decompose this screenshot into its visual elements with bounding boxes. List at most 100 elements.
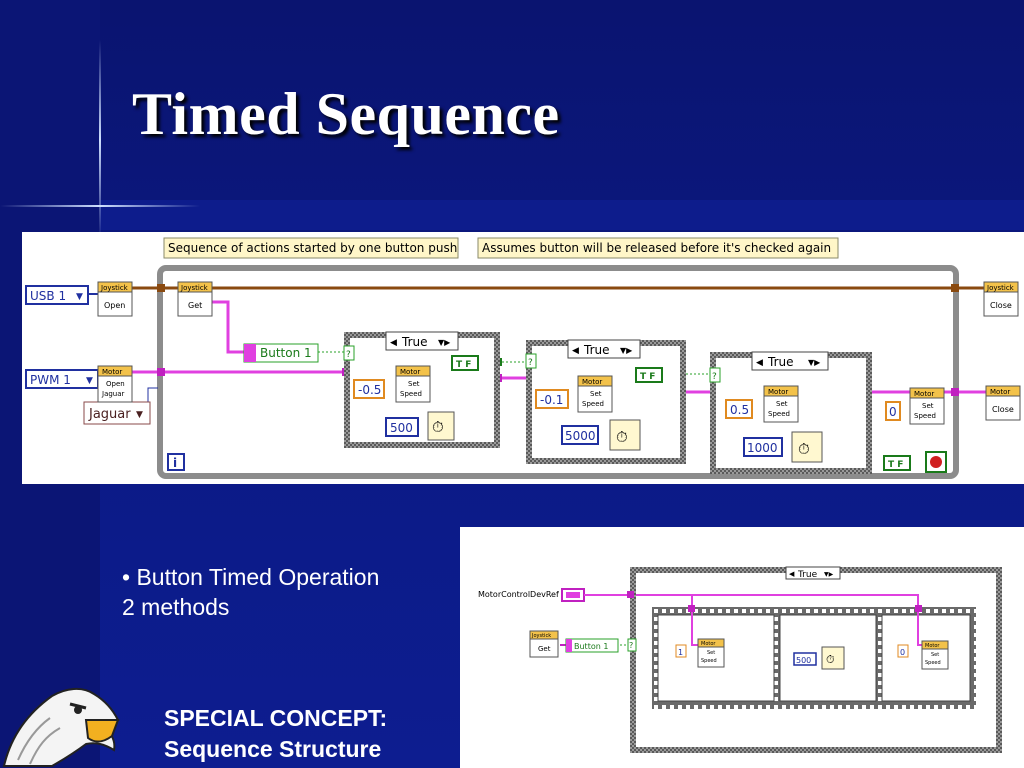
sequence-frame-2-content: 500 ⏱: [793, 646, 845, 670]
svg-text:0.5: 0.5: [730, 403, 749, 417]
header-band: [100, 200, 1024, 230]
svg-text:Speed: Speed: [701, 658, 717, 664]
svg-text:0: 0: [900, 648, 905, 657]
svg-text:Set: Set: [931, 652, 939, 658]
block-diagram-timed-sequence: Sequence of actions started by one butto…: [22, 232, 1024, 484]
svg-text:Speed: Speed: [768, 410, 790, 418]
svg-text:Speed: Speed: [925, 660, 941, 666]
true-constant-2: T F: [635, 367, 663, 383]
svg-text:Set: Set: [707, 650, 715, 656]
svg-text:⏱: ⏱: [616, 428, 628, 446]
svg-text:⏱: ⏱: [826, 653, 835, 666]
svg-text:▼: ▼: [136, 410, 143, 420]
svg-text:Motor: Motor: [102, 368, 122, 376]
svg-text:500: 500: [796, 656, 811, 665]
svg-text:-0.1: -0.1: [540, 393, 563, 407]
subvi-joystick-close: Joystick Close: [983, 281, 1019, 317]
svg-text:Button 1: Button 1: [260, 346, 312, 360]
svg-text:True: True: [797, 570, 818, 580]
subvi-joystick-open: Joystick Open: [97, 281, 133, 317]
subvi-motor-open-jaguar: Motor Open Jaguar: [97, 365, 133, 403]
slide-title: Timed Sequence: [132, 81, 560, 147]
svg-text:Close: Close: [992, 405, 1014, 414]
special-concept-heading: SPECIAL CONCEPT:: [164, 705, 388, 731]
svg-text:Motor: Motor: [925, 643, 940, 649]
svg-text:True: True: [767, 355, 794, 369]
diagram1-svg: Sequence of actions started by one butto…: [25, 237, 1021, 479]
svg-text:⏱: ⏱: [432, 418, 444, 436]
svg-text:▼▶: ▼▶: [824, 571, 834, 578]
svg-text:Joystick: Joystick: [986, 284, 1015, 292]
svg-text:Joystick: Joystick: [100, 284, 129, 292]
svg-text:Speed: Speed: [400, 390, 422, 398]
svg-text:PWM 1: PWM 1: [30, 373, 71, 387]
svg-text:1: 1: [678, 648, 683, 657]
svg-text:Sequence of actions started by: Sequence of actions started by one butto…: [168, 241, 457, 255]
svg-text:Set: Set: [590, 390, 602, 398]
svg-text:Motor: Motor: [701, 641, 716, 647]
svg-text:Button 1: Button 1: [574, 642, 608, 651]
sequence-frame-3-content: 0 Motor Set Speed: [897, 640, 949, 670]
svg-text:?: ?: [712, 372, 717, 382]
svg-text:Set: Set: [776, 400, 788, 408]
loop-index-icon: i: [167, 453, 185, 471]
svg-text:T F: T F: [888, 460, 903, 470]
true-constant-1: T F: [451, 355, 479, 371]
sequence-frame-1-content: 1 Motor Set Speed: [675, 638, 725, 668]
subvi-joystick-get-2: Joystick Get: [529, 630, 559, 658]
svg-text:▼▶: ▼▶: [438, 338, 451, 347]
final-speed-constant: 0: [885, 401, 901, 421]
svg-text:◀: ◀: [390, 338, 397, 348]
svg-text:T F: T F: [456, 360, 471, 370]
bullet-item: • Button Timed Operation: [122, 564, 380, 590]
jaguar-selector[interactable]: Jaguar ▼: [83, 401, 151, 425]
svg-text:◀: ◀: [572, 346, 579, 356]
svg-text:Get: Get: [538, 645, 551, 653]
svg-text:-0.5: -0.5: [358, 383, 381, 397]
eagle-logo: [2, 688, 120, 767]
svg-text:Joystick: Joystick: [531, 633, 551, 639]
subvi-motor-close: Motor Close: [985, 385, 1021, 421]
special-concept-text: Sequence Structure: [164, 736, 382, 762]
pwm-selector[interactable]: PWM 1 ▼: [25, 369, 99, 389]
svg-text:Joystick: Joystick: [180, 284, 209, 292]
svg-text:Assumes button will be release: Assumes button will be released before i…: [482, 241, 831, 255]
svg-text:1000: 1000: [747, 441, 778, 455]
svg-text:USB 1: USB 1: [30, 289, 66, 303]
svg-text:▼▶: ▼▶: [808, 358, 821, 367]
svg-text:Set: Set: [408, 380, 420, 388]
svg-text:Speed: Speed: [582, 400, 604, 408]
svg-text:?: ?: [528, 358, 533, 368]
ref-control: [561, 588, 585, 602]
svg-text:Open: Open: [106, 380, 125, 388]
svg-text:5000: 5000: [565, 429, 596, 443]
svg-text:Speed: Speed: [914, 412, 936, 420]
svg-text:?: ?: [629, 641, 633, 650]
svg-text:Jaguar: Jaguar: [101, 390, 125, 398]
stop-condition-icon: [925, 451, 947, 473]
comment-assumes: Assumes button will be released before i…: [477, 237, 839, 259]
svg-text:i: i: [173, 456, 177, 470]
subvi-joystick-get: Joystick Get: [177, 281, 213, 317]
usb-selector[interactable]: USB 1 ▼: [25, 285, 89, 305]
svg-text:Get: Get: [188, 301, 202, 310]
svg-text:T F: T F: [640, 372, 655, 382]
svg-text:Close: Close: [990, 301, 1012, 310]
ref-label: MotorControlDevRef: [478, 590, 559, 599]
subvi-set-speed-final: Motor Set Speed: [909, 387, 945, 425]
case-structure-3: ◀ True ▼▶ ? 0.5 Motor Set Speed 1000 ⏱: [709, 351, 872, 474]
sparkle-horizontal: [0, 205, 200, 207]
svg-text:?: ?: [346, 350, 351, 360]
svg-text:Motor: Motor: [914, 390, 934, 398]
svg-text:◀: ◀: [756, 358, 763, 368]
svg-text:True: True: [583, 343, 610, 357]
svg-text:◀: ◀: [789, 570, 795, 578]
sparkle-vertical: [99, 40, 101, 240]
svg-text:Motor: Motor: [582, 378, 602, 386]
svg-text:500: 500: [390, 421, 413, 435]
tunnels: [157, 284, 959, 292]
special-concept: SPECIAL CONCEPT: Sequence Structure: [164, 703, 387, 765]
comment-sequence: Sequence of actions started by one butto…: [163, 237, 459, 259]
svg-text:▼: ▼: [86, 376, 93, 386]
true-constant-3: T F: [883, 455, 911, 471]
